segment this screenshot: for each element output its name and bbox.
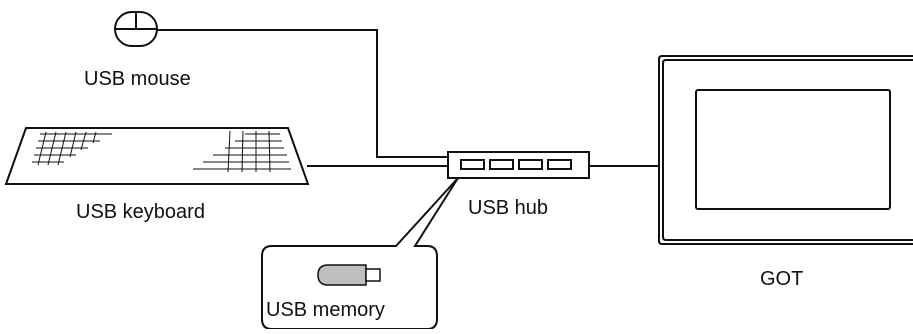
usb-memory-icon <box>317 264 381 286</box>
usb-hub-label: USB hub <box>468 197 549 219</box>
got-label: GOT <box>760 268 804 290</box>
got-icon <box>658 55 913 245</box>
usb-mouse-label: USB mouse <box>84 68 191 90</box>
keyboard-icon <box>4 127 310 185</box>
mouse-cable <box>157 29 448 158</box>
usb-memory-label: USB memory <box>266 299 385 321</box>
mouse-icon <box>114 11 158 47</box>
hub-icon <box>447 151 590 179</box>
usb-keyboard-label: USB keyboard <box>76 201 205 223</box>
